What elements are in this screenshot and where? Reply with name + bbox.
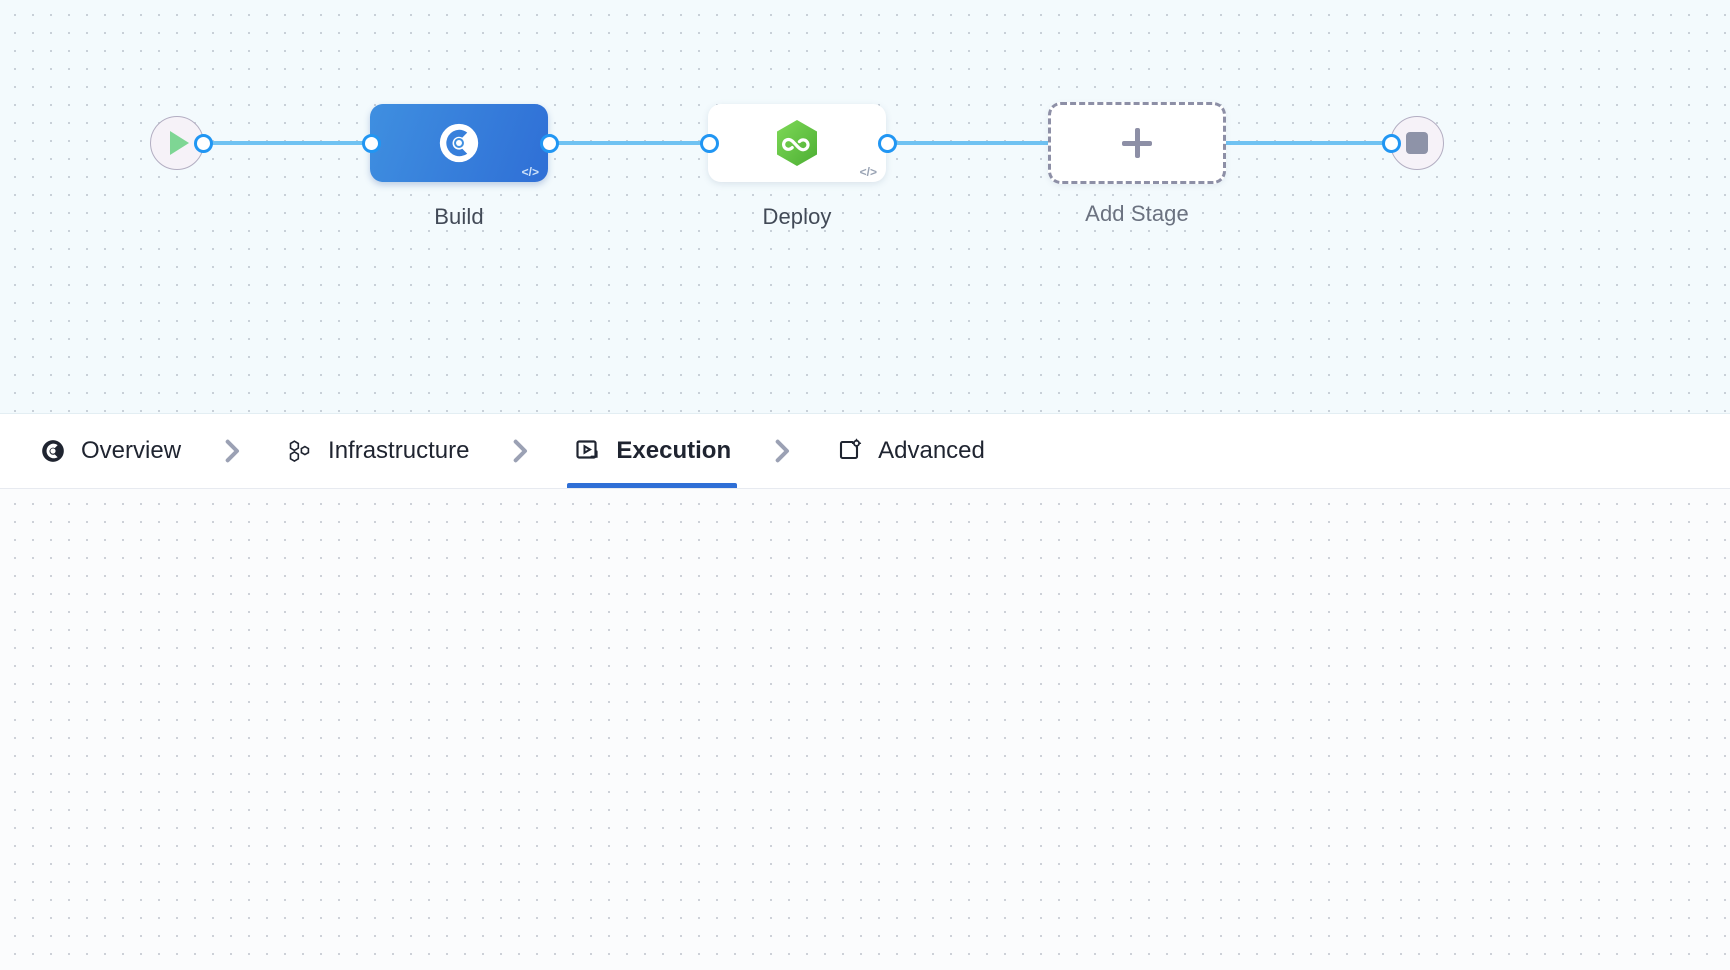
- stage-graph-canvas[interactable]: </> Build </>: [0, 0, 1730, 414]
- advanced-gear-box-icon: [835, 436, 865, 466]
- tab-label-overview: Overview: [81, 437, 182, 464]
- edge-addstage-to-end: [1215, 141, 1400, 145]
- harness-ci-icon: [439, 123, 479, 163]
- tab-separator-2: [473, 414, 569, 488]
- overview-circle-icon: [38, 436, 68, 466]
- stage-node-deploy[interactable]: </>: [708, 104, 886, 182]
- step-graph-canvas[interactable]: </> Build and Test: [0, 489, 1730, 970]
- tab-label-execution: Execution: [616, 437, 732, 464]
- stage-label-deploy: Deploy: [762, 204, 832, 229]
- connector-dot-deploy-out[interactable]: [878, 133, 897, 153]
- edge-start-to-build: [200, 141, 370, 145]
- stage-node-build[interactable]: </>: [370, 104, 548, 182]
- edge-deploy-to-addstage: [870, 141, 1105, 145]
- chevron-right-icon: [775, 439, 790, 463]
- tab-label-advanced: Advanced: [878, 437, 985, 464]
- stage-config-tabbar: Overview Infrastructure: [0, 414, 1730, 489]
- hexagon-cluster-icon: [285, 436, 315, 466]
- tab-overview[interactable]: Overview: [34, 414, 185, 488]
- stage-end-node[interactable]: [1390, 116, 1444, 170]
- tab-infrastructure[interactable]: Infrastructure: [281, 414, 473, 488]
- tab-execution[interactable]: Execution: [567, 414, 737, 488]
- code-badge: </>: [859, 165, 877, 179]
- tab-separator-3: [735, 414, 831, 488]
- tab-separator-1: [185, 414, 281, 488]
- add-stage-button[interactable]: [1048, 102, 1226, 184]
- chevron-right-icon: [225, 439, 240, 463]
- connector-dot-build-out[interactable]: [540, 133, 559, 153]
- tab-label-infrastructure: Infrastructure: [328, 437, 470, 464]
- code-badge: </>: [521, 165, 539, 179]
- stage-label-build: Build: [434, 204, 484, 229]
- connector-dot-deploy-in[interactable]: [700, 133, 719, 153]
- harness-cd-infinity-icon: [777, 120, 817, 166]
- connector-dot-build-in[interactable]: [362, 133, 381, 153]
- chevron-right-icon: [514, 439, 528, 463]
- stop-icon: [1406, 132, 1428, 154]
- connector-dot-end-in[interactable]: [1382, 133, 1401, 153]
- tab-advanced[interactable]: Advanced: [831, 414, 989, 488]
- plus-icon: [1122, 128, 1152, 158]
- add-stage-label: Add Stage: [1085, 201, 1189, 226]
- play-icon: [169, 131, 189, 155]
- edge-build-to-deploy: [538, 141, 708, 145]
- connector-dot-start-out[interactable]: [194, 133, 213, 153]
- execution-play-box-icon: [573, 436, 603, 466]
